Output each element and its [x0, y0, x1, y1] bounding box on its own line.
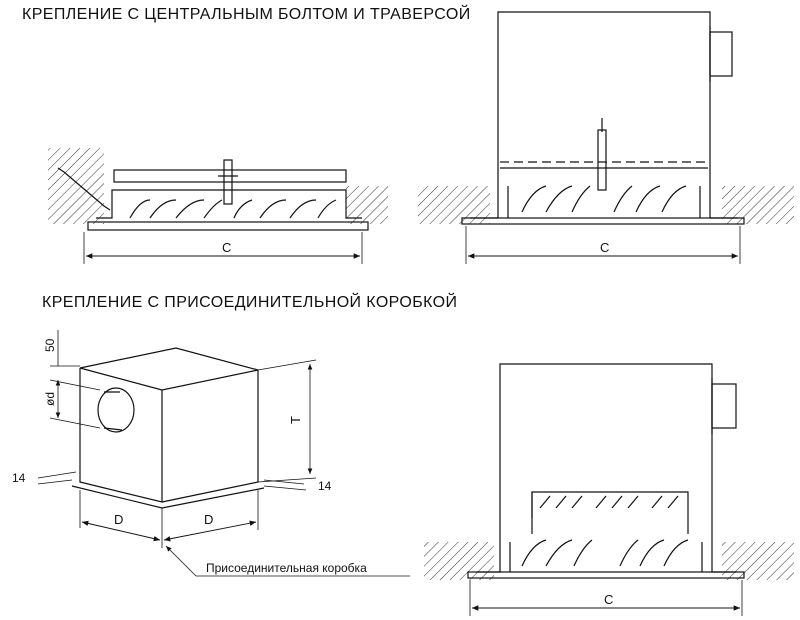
spring-clip: [57, 167, 111, 211]
ceiling-hatch-left: [48, 148, 104, 224]
round-spigot: [97, 387, 135, 433]
dim-label-t: T: [288, 416, 303, 424]
heading-bolt-traverse-mount: КРЕПЛЕНИЕ С ЦЕНТРАЛЬНЫМ БОЛТОМ И ТРАВЕРС…: [22, 6, 471, 23]
dim-label-diameter: ød: [43, 392, 57, 406]
diffuser-face-2: [461, 217, 745, 225]
diffuser-face-3: [467, 571, 745, 579]
dim-label-d-1: D: [114, 512, 123, 527]
connection-box: [499, 363, 713, 542]
side-spigot-2: [711, 383, 737, 429]
ceiling-hatch-right-3: [722, 542, 794, 580]
box-top-face: [79, 347, 259, 391]
box-right-face: [161, 370, 259, 503]
dim-label-14-left: 14: [12, 471, 26, 485]
heading-connection-box-mount: КРЕПЛЕНИЕ С ПРИСОЕДИНИТЕЛЬНОЙ КОРОБКОЙ: [42, 294, 458, 311]
diffuser-frame: [96, 189, 362, 219]
traverse-bar: [113, 169, 347, 183]
view-connection-box-isometric: [37, 330, 410, 577]
central-bolt-2: [597, 129, 607, 191]
dim-line-d-1: [81, 520, 161, 542]
dim-label-14-right: 14: [318, 479, 332, 493]
side-spigot: [709, 31, 733, 77]
dim-label-50: 50: [43, 338, 57, 352]
diffuser-blades-2: [521, 185, 687, 213]
base-plate: [71, 485, 265, 509]
dim-label-c-1: C: [222, 240, 231, 255]
diffuser-blades: [129, 199, 337, 219]
diffuser-face: [87, 221, 369, 231]
plenum-box: [497, 11, 711, 186]
ceiling-hatch-left-3: [424, 542, 494, 580]
dim-label-d-2: D: [204, 512, 213, 527]
inner-plenum: [531, 491, 689, 534]
central-bolt: [223, 159, 233, 205]
box-left-face: [79, 368, 163, 503]
view-connection-box-section: [424, 363, 794, 616]
view-bolt-traverse-left: [48, 148, 388, 264]
diffuser-blades-3: [521, 539, 689, 567]
dim-label-c-2: C: [600, 240, 609, 255]
dim-line-d-2: [163, 520, 257, 542]
callout-connection-box: Присоединительная коробка: [206, 561, 367, 575]
dim-label-c-3: C: [604, 592, 613, 607]
view-bolt-traverse-right: [418, 11, 794, 264]
